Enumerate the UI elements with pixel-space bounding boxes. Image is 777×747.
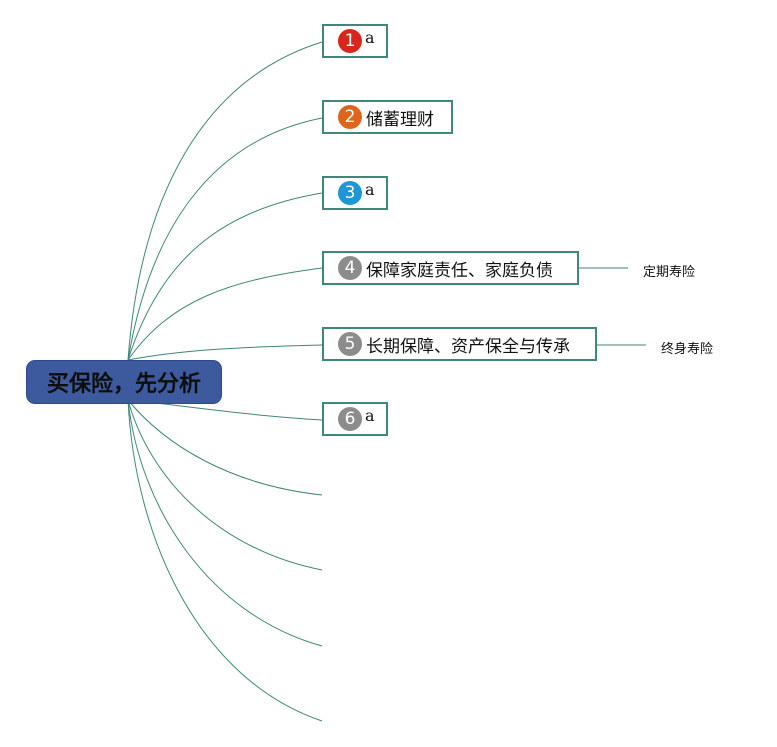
connector-line-8	[127, 399, 323, 571]
branch-node-1[interactable]: 1 a	[322, 24, 388, 58]
leaf-label-4: 定期寿险	[643, 265, 696, 280]
branch-node-4[interactable]: 4 保障家庭责任、家庭负债	[322, 251, 579, 285]
branch-label-5: 长期保障、资产保全与传承	[366, 336, 570, 357]
branch-node-2[interactable]: 2 储蓄理财	[322, 100, 453, 134]
branch-label-2: 储蓄理财	[366, 109, 434, 130]
number-badge-2: 2	[338, 105, 362, 129]
branch-node-5[interactable]: 5 长期保障、资产保全与传承	[322, 327, 597, 361]
number-badge-4: 4	[338, 256, 362, 280]
leaf-node-4[interactable]: 定期寿险	[643, 261, 695, 280]
connector-line-3	[127, 192, 323, 361]
connector-line-5	[127, 344, 323, 361]
number-badge-5: 5	[338, 332, 362, 356]
connector-line-10	[127, 399, 323, 722]
branch-node-6[interactable]: 6 a	[322, 402, 388, 436]
leaf-node-5[interactable]: 终身寿险	[661, 338, 713, 357]
root-topic-label: 买保险，先分析	[46, 372, 201, 397]
branch-label-4: 保障家庭责任、家庭负债	[366, 260, 553, 281]
branch-node-3[interactable]: 3 a	[322, 176, 388, 210]
leaf-label-5: 终身寿险	[661, 342, 714, 357]
number-badge-1: 1	[338, 29, 362, 53]
connector-line-4	[127, 267, 323, 361]
connector-line-7	[127, 399, 323, 496]
branch-label-6: a	[365, 405, 375, 425]
root-topic[interactable]: 买保险，先分析	[26, 360, 222, 404]
number-badge-3: 3	[338, 181, 362, 205]
branch-label-3: a	[365, 179, 375, 199]
connector-line-2	[127, 117, 323, 361]
branch-label-1: a	[365, 27, 375, 47]
number-badge-6: 6	[338, 407, 362, 431]
connector-line-9	[127, 399, 323, 647]
connector-line-1	[127, 41, 323, 361]
